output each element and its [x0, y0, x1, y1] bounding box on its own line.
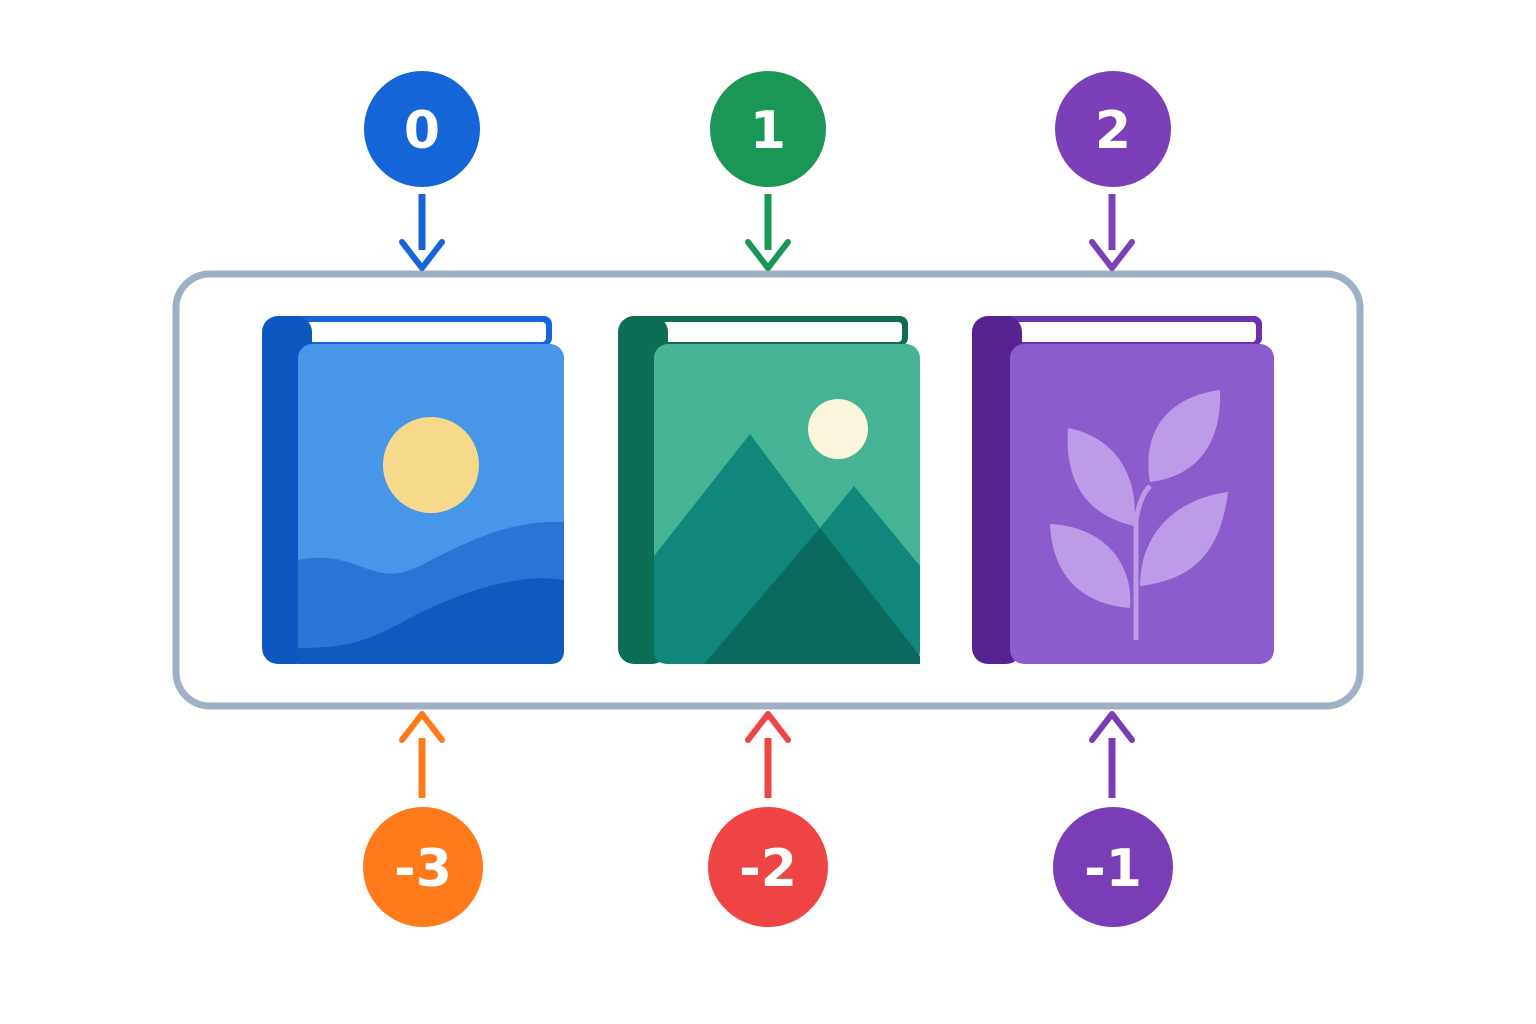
arrow-index-0 — [399, 194, 445, 271]
badge-index-minus-3: -3 — [363, 807, 483, 927]
badge-label: 2 — [1095, 101, 1131, 161]
arrow-index-minus-2 — [745, 711, 791, 798]
array-frame — [172, 270, 1364, 710]
mountain-icon — [654, 399, 920, 664]
badge-index-2: 2 — [1055, 71, 1171, 187]
arrow-index-minus-1 — [1089, 711, 1135, 798]
book-1 — [618, 316, 920, 664]
arrow-index-2 — [1089, 194, 1135, 271]
arrow-index-1 — [745, 194, 791, 271]
badge-index-minus-2: -2 — [708, 807, 828, 927]
negative-arrows — [399, 711, 1135, 798]
badge-label: -3 — [394, 839, 452, 899]
book-2 — [972, 316, 1274, 664]
positive-arrows — [399, 194, 1135, 271]
book-0 — [262, 316, 564, 664]
badge-index-0: 0 — [364, 71, 480, 187]
badge-label: -1 — [1084, 839, 1142, 899]
badge-label: -2 — [739, 839, 797, 899]
leaf-branch-icon — [1050, 390, 1228, 640]
badge-label: 0 — [404, 101, 440, 161]
badge-index-1: 1 — [710, 71, 826, 187]
arrow-index-minus-3 — [399, 711, 445, 798]
badge-index-minus-1: -1 — [1053, 807, 1173, 927]
badge-label: 1 — [750, 101, 786, 161]
sun-waves-icon — [298, 417, 564, 664]
